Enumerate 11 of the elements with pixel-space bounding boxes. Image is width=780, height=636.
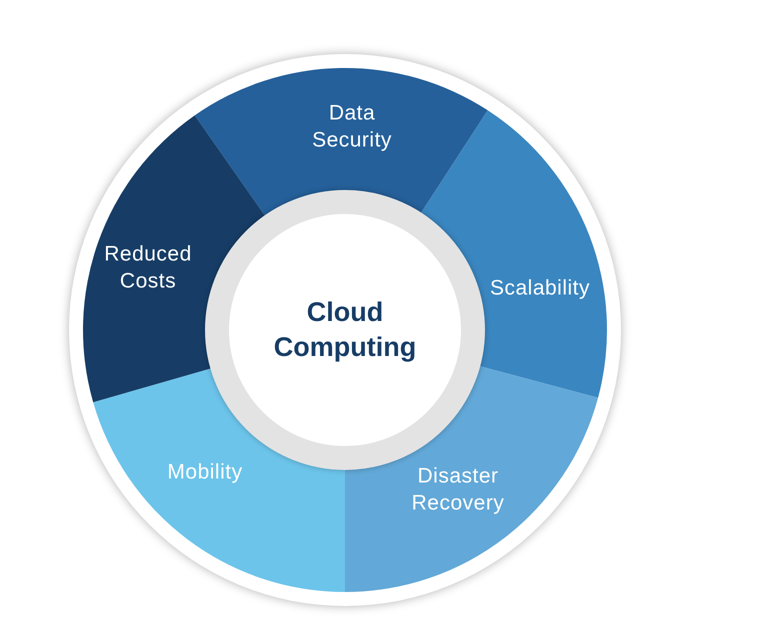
puzzle-segment xyxy=(194,68,488,217)
puzzle-segment xyxy=(93,368,346,592)
segment-label: Disaster Recovery xyxy=(410,464,506,517)
segment-label: Data Security xyxy=(311,100,393,154)
puzzle-segment xyxy=(83,115,266,403)
puzzle-segment xyxy=(345,365,599,592)
puzzle-segment xyxy=(420,110,607,398)
segment-label: Reduced Costs xyxy=(103,242,193,295)
segment-label: Mobility xyxy=(166,459,244,486)
center-label: Cloud Computing xyxy=(272,296,418,364)
segment-label: Scalability xyxy=(488,275,592,302)
